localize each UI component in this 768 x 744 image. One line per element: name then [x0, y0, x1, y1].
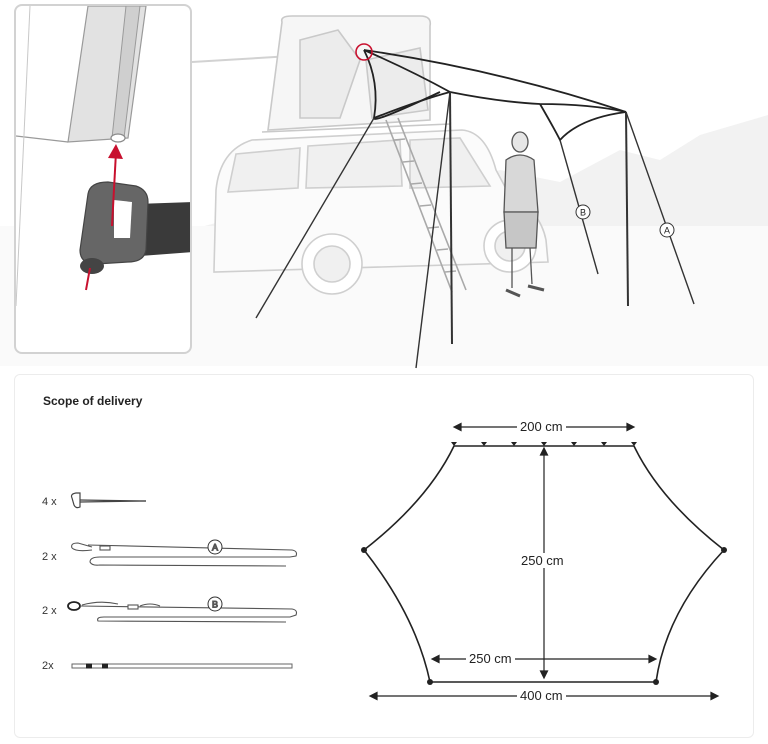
scope-of-delivery-panel — [14, 374, 754, 738]
insert-arrow-icon — [85, 144, 123, 291]
peg-icon — [70, 492, 147, 509]
rooftop-tent — [261, 15, 451, 133]
dimension-height: 250 cm — [518, 553, 567, 568]
detail-inset — [14, 4, 192, 354]
awning-edge-line — [16, 135, 69, 143]
svg-text:A: A — [212, 543, 218, 553]
svg-text:A: A — [664, 226, 670, 236]
person — [503, 131, 545, 298]
svg-text:B: B — [580, 208, 586, 218]
dimension-inner-width: 250 cm — [466, 651, 515, 666]
awning-tarp — [363, 49, 627, 142]
panel-title: Scope of delivery — [43, 394, 143, 408]
dimension-total-width: 400 cm — [517, 688, 566, 703]
guyline-a-icon: A — [71, 539, 298, 567]
ladder — [385, 117, 467, 293]
keder-detail — [16, 6, 190, 307]
qty-pegs: 4 x — [42, 496, 57, 508]
rail-opening — [110, 133, 126, 143]
qty-poles: 2x — [42, 660, 54, 672]
poles — [449, 91, 629, 345]
guyline-b-icon: B — [67, 596, 298, 623]
svg-text:B: B — [212, 600, 218, 610]
qty-guyline-b: 2 x — [42, 605, 57, 617]
pole-badge-a: A — [659, 222, 675, 238]
attachment-point-highlight — [355, 43, 373, 61]
dimension-top-width: 200 cm — [517, 419, 566, 434]
qty-guyline-a: 2 x — [42, 551, 57, 563]
background-mountains — [190, 115, 768, 232]
pole-badge-b: B — [575, 204, 591, 220]
strap-clip — [79, 181, 190, 274]
tarp-eyelets — [361, 442, 727, 685]
guy-lines — [255, 91, 695, 369]
pole-icon — [71, 663, 293, 669]
